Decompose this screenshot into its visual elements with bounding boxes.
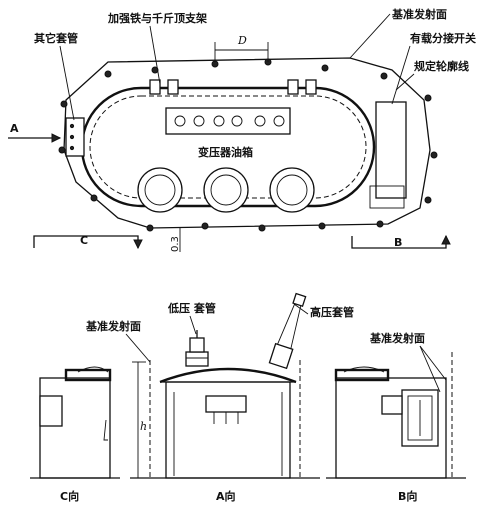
measure-point <box>424 196 432 204</box>
other-bushing-box <box>65 117 85 157</box>
label-reference-surface-right: 基准发射面 <box>369 331 425 345</box>
view-c: C向 <box>30 366 120 503</box>
measure-point <box>430 151 438 159</box>
arrow-c-label: C <box>80 234 88 247</box>
c-tank-body <box>39 377 111 479</box>
arrow-b-label: B <box>394 236 402 249</box>
dim-d-label: D <box>237 34 247 47</box>
measure-point <box>258 224 266 232</box>
measure-point <box>58 146 66 154</box>
dim-h-label: h <box>140 420 147 433</box>
measure-point <box>60 100 68 108</box>
label-view-c: C向 <box>60 489 79 503</box>
measure-point <box>318 222 326 230</box>
measure-point <box>380 72 388 80</box>
arrow-a-label: A <box>10 122 19 135</box>
label-specified-contour: 规定轮廓线 <box>414 59 469 73</box>
measure-point <box>321 64 329 72</box>
label-hv-bushing: 高压套管 <box>310 305 354 319</box>
measure-point <box>424 94 432 102</box>
stiffener-brackets <box>149 79 317 95</box>
label-reference-surface-left: 基准发射面 <box>85 319 141 333</box>
bushing-circles <box>174 115 285 127</box>
label-tap-changer: 有载分接开关 <box>410 31 476 45</box>
dim-gap-label: 0.3 <box>170 236 181 252</box>
measure-point <box>201 222 209 230</box>
measure-point <box>90 194 98 202</box>
label-reference-surface-top: 基准发射面 <box>391 7 447 21</box>
view-b: 基准发射面 B向 <box>326 331 466 503</box>
measure-point <box>146 224 154 232</box>
bushing-row-box <box>165 107 291 135</box>
label-other-bushing: 其它套管 <box>34 31 78 45</box>
plan-view: D A C B 0.3 其它套管 加强铁与千斤顶支架 基准发射面 有载分接开关 … <box>8 7 476 252</box>
measure-point <box>376 220 384 228</box>
view-a: h 低压 套管 高压套管 基准发射面 A向 <box>85 292 354 503</box>
hv-bushing <box>268 292 307 370</box>
label-stiffener-jack: 加强铁与千斤顶支架 <box>107 11 207 25</box>
tap-changer-box <box>375 101 407 199</box>
label-view-a: A向 <box>216 489 236 503</box>
label-tank: 变压器油箱 <box>198 145 253 159</box>
measure-point <box>104 70 112 78</box>
label-lv-bushing: 低压 套管 <box>167 301 216 315</box>
lv-bushing-base <box>185 351 209 367</box>
coil-humps <box>137 167 315 213</box>
label-view-b: B向 <box>398 489 417 503</box>
